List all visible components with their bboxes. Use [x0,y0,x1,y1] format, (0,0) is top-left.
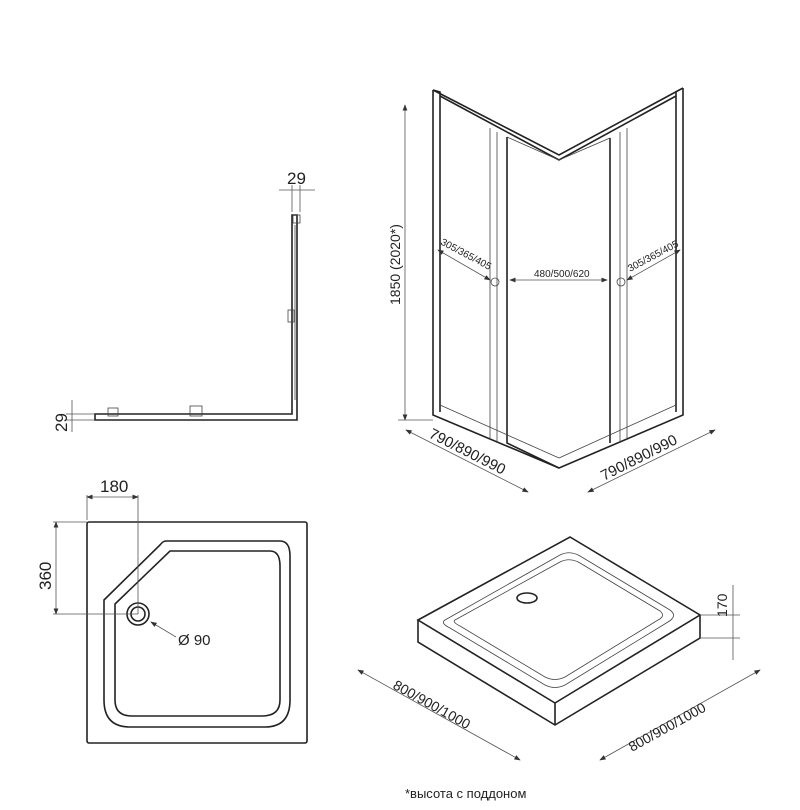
tray-isometric-view: 170 800/900/1000 800/900/1000 [357,536,761,761]
tray-top-view: 180 360 Ø 90 [36,477,308,744]
side-profile-view: 29 29 [52,169,315,432]
shower-enclosure-view: 1850 (2020*) 305/365/405 480/500/620 305… [387,87,716,493]
tray-height-dim-label: 170 [714,593,730,617]
left-width-dim-label: 790/890/990 [426,425,508,478]
drain-diameter-label: Ø 90 [178,632,211,649]
drain-y-dim-label: 360 [36,562,55,590]
side-left-dim-label: 29 [52,413,71,432]
tray-left-width-dim-label: 800/900/1000 [391,677,474,733]
height-dim-label: 1850 (2020*) [387,224,403,305]
center-opening-dim-label: 480/500/620 [534,269,590,280]
footnote: *высота с поддоном [405,786,526,801]
drain-x-dim-label: 180 [100,477,128,496]
right-door-dim-label: 305/365/405 [626,239,681,275]
side-top-dim-label: 29 [287,169,306,188]
tray-right-width-dim-label: 800/900/1000 [626,699,709,755]
